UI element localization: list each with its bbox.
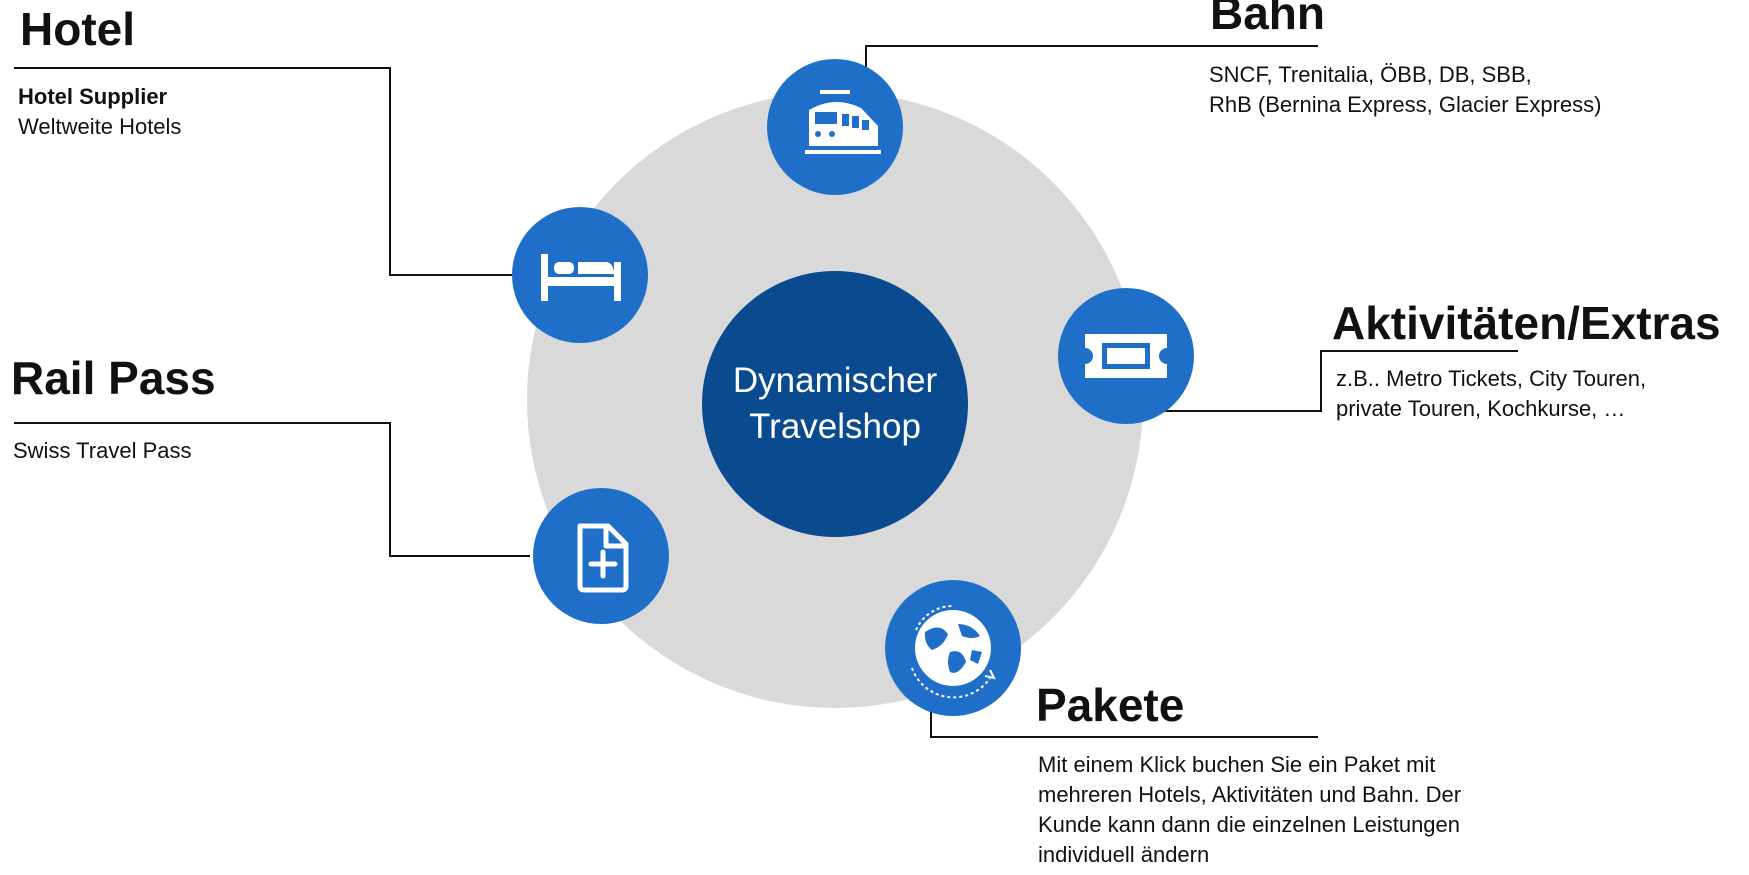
pakete-line-1: Mit einem Klick buchen Sie ein Paket mit — [1038, 752, 1436, 777]
center-label-line1: Dynamischer — [732, 361, 938, 400]
connector-railpass — [14, 422, 530, 557]
connector-hotel — [14, 67, 512, 276]
pakete-description: Mit einem Klick buchen Sie ein Paket mit… — [1038, 750, 1461, 870]
pakete-line-4: individuell ändern — [1038, 842, 1210, 867]
pakete-title: Pakete — [1036, 679, 1185, 731]
pakete-line-3: Kunde kann dann die einzelnen Leistungen — [1038, 812, 1461, 837]
bahn-title: Bahn — [1210, 0, 1325, 39]
document-plus-icon — [577, 523, 629, 593]
globe-icon — [911, 604, 996, 699]
bed-icon — [541, 254, 621, 301]
aktivitaeten-description: z.B.. Metro Tickets, City Touren, privat… — [1336, 364, 1646, 424]
node-railpass[interactable] — [533, 488, 669, 624]
railpass-title: Rail Pass — [11, 352, 216, 404]
aktivitaeten-line-2: private Touren, Kochkurse, … — [1336, 396, 1626, 421]
train-icon — [805, 90, 881, 154]
bahn-description: SNCF, Trenitalia, ÖBB, DB, SBB, RhB (Ber… — [1209, 60, 1601, 120]
node-bahn[interactable] — [767, 59, 903, 195]
node-aktivitaeten[interactable] — [1058, 288, 1194, 424]
hotel-title: Hotel — [20, 3, 135, 55]
bahn-line-1: SNCF, Trenitalia, ÖBB, DB, SBB, — [1209, 62, 1532, 87]
bahn-line-2: RhB (Bernina Express, Glacier Express) — [1209, 92, 1602, 117]
aktivitaeten-line-1: z.B.. Metro Tickets, City Touren, — [1336, 366, 1647, 391]
node-hotel[interactable] — [512, 207, 648, 343]
connector-aktivitaeten — [1165, 350, 1518, 412]
railpass-line-1: Swiss Travel Pass — [13, 438, 192, 463]
pakete-line-2: mehreren Hotels, Aktivitäten und Bahn. D… — [1038, 782, 1462, 807]
center-label-line2: Travelshop — [749, 407, 921, 446]
ticket-icon — [1085, 334, 1167, 378]
connector-bahn — [865, 45, 1318, 68]
node-pakete[interactable] — [885, 580, 1021, 716]
railpass-description: Swiss Travel Pass — [13, 436, 192, 466]
connector-lines — [14, 45, 1518, 738]
hotel-subtitle: Hotel Supplier — [18, 84, 168, 109]
aktivitaeten-title: Aktivitäten/Extras — [1332, 297, 1721, 349]
center-label: Dynamischer Travelshop — [701, 270, 969, 538]
hotel-line-1: Weltweite Hotels — [18, 114, 182, 139]
center-circle — [702, 271, 968, 537]
connector-pakete — [930, 707, 1318, 738]
hotel-description: Hotel Supplier Weltweite Hotels — [18, 82, 181, 142]
